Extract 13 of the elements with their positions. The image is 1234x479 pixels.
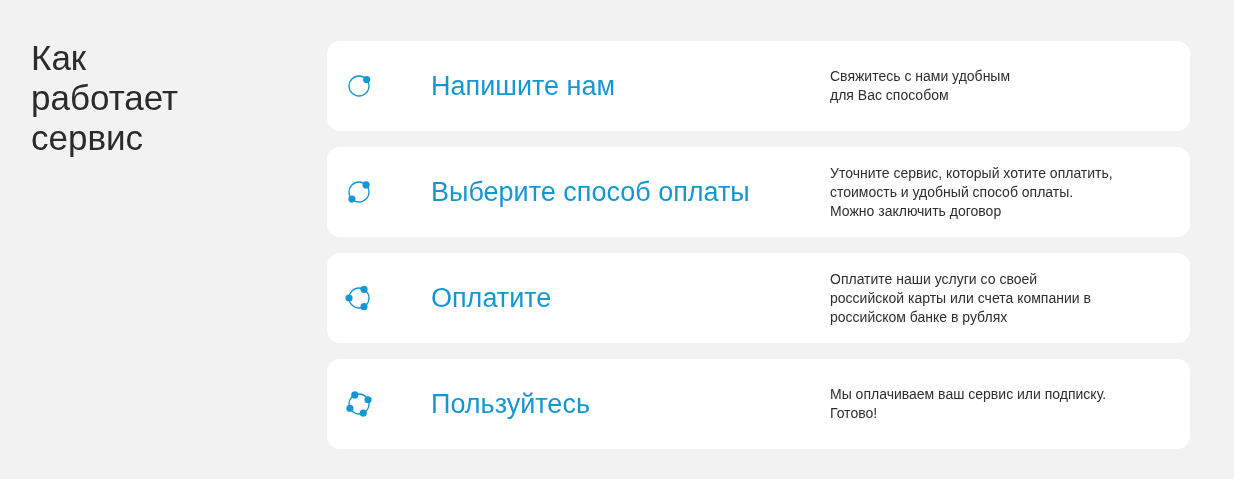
step-description: Мы оплачиваем ваш сервис или подписку. Готово! bbox=[830, 385, 1108, 423]
step-heading: Напишите нам bbox=[431, 70, 616, 102]
step-description: Оплатите наши услуги со своей российской карты или счета компании в российском банке в рублях bbox=[830, 269, 1092, 327]
step-card bbox=[327, 359, 1190, 449]
step-heading: Выберите способ оплаты bbox=[431, 176, 750, 208]
page-title: Как работает сервис bbox=[31, 38, 180, 158]
step-card bbox=[327, 41, 1190, 131]
step-card bbox=[327, 147, 1190, 237]
step-description: Уточните сервис, который хотите оплатить, стоимость и удобный способ оплаты. Можно заключить договор bbox=[830, 163, 1114, 221]
step-description: Свяжитесь с нами удобным для Вас способом bbox=[830, 67, 1012, 105]
step-card bbox=[327, 253, 1190, 343]
step-heading: Пользуйтесь bbox=[431, 388, 590, 420]
step-heading: Оплатите bbox=[431, 282, 552, 314]
